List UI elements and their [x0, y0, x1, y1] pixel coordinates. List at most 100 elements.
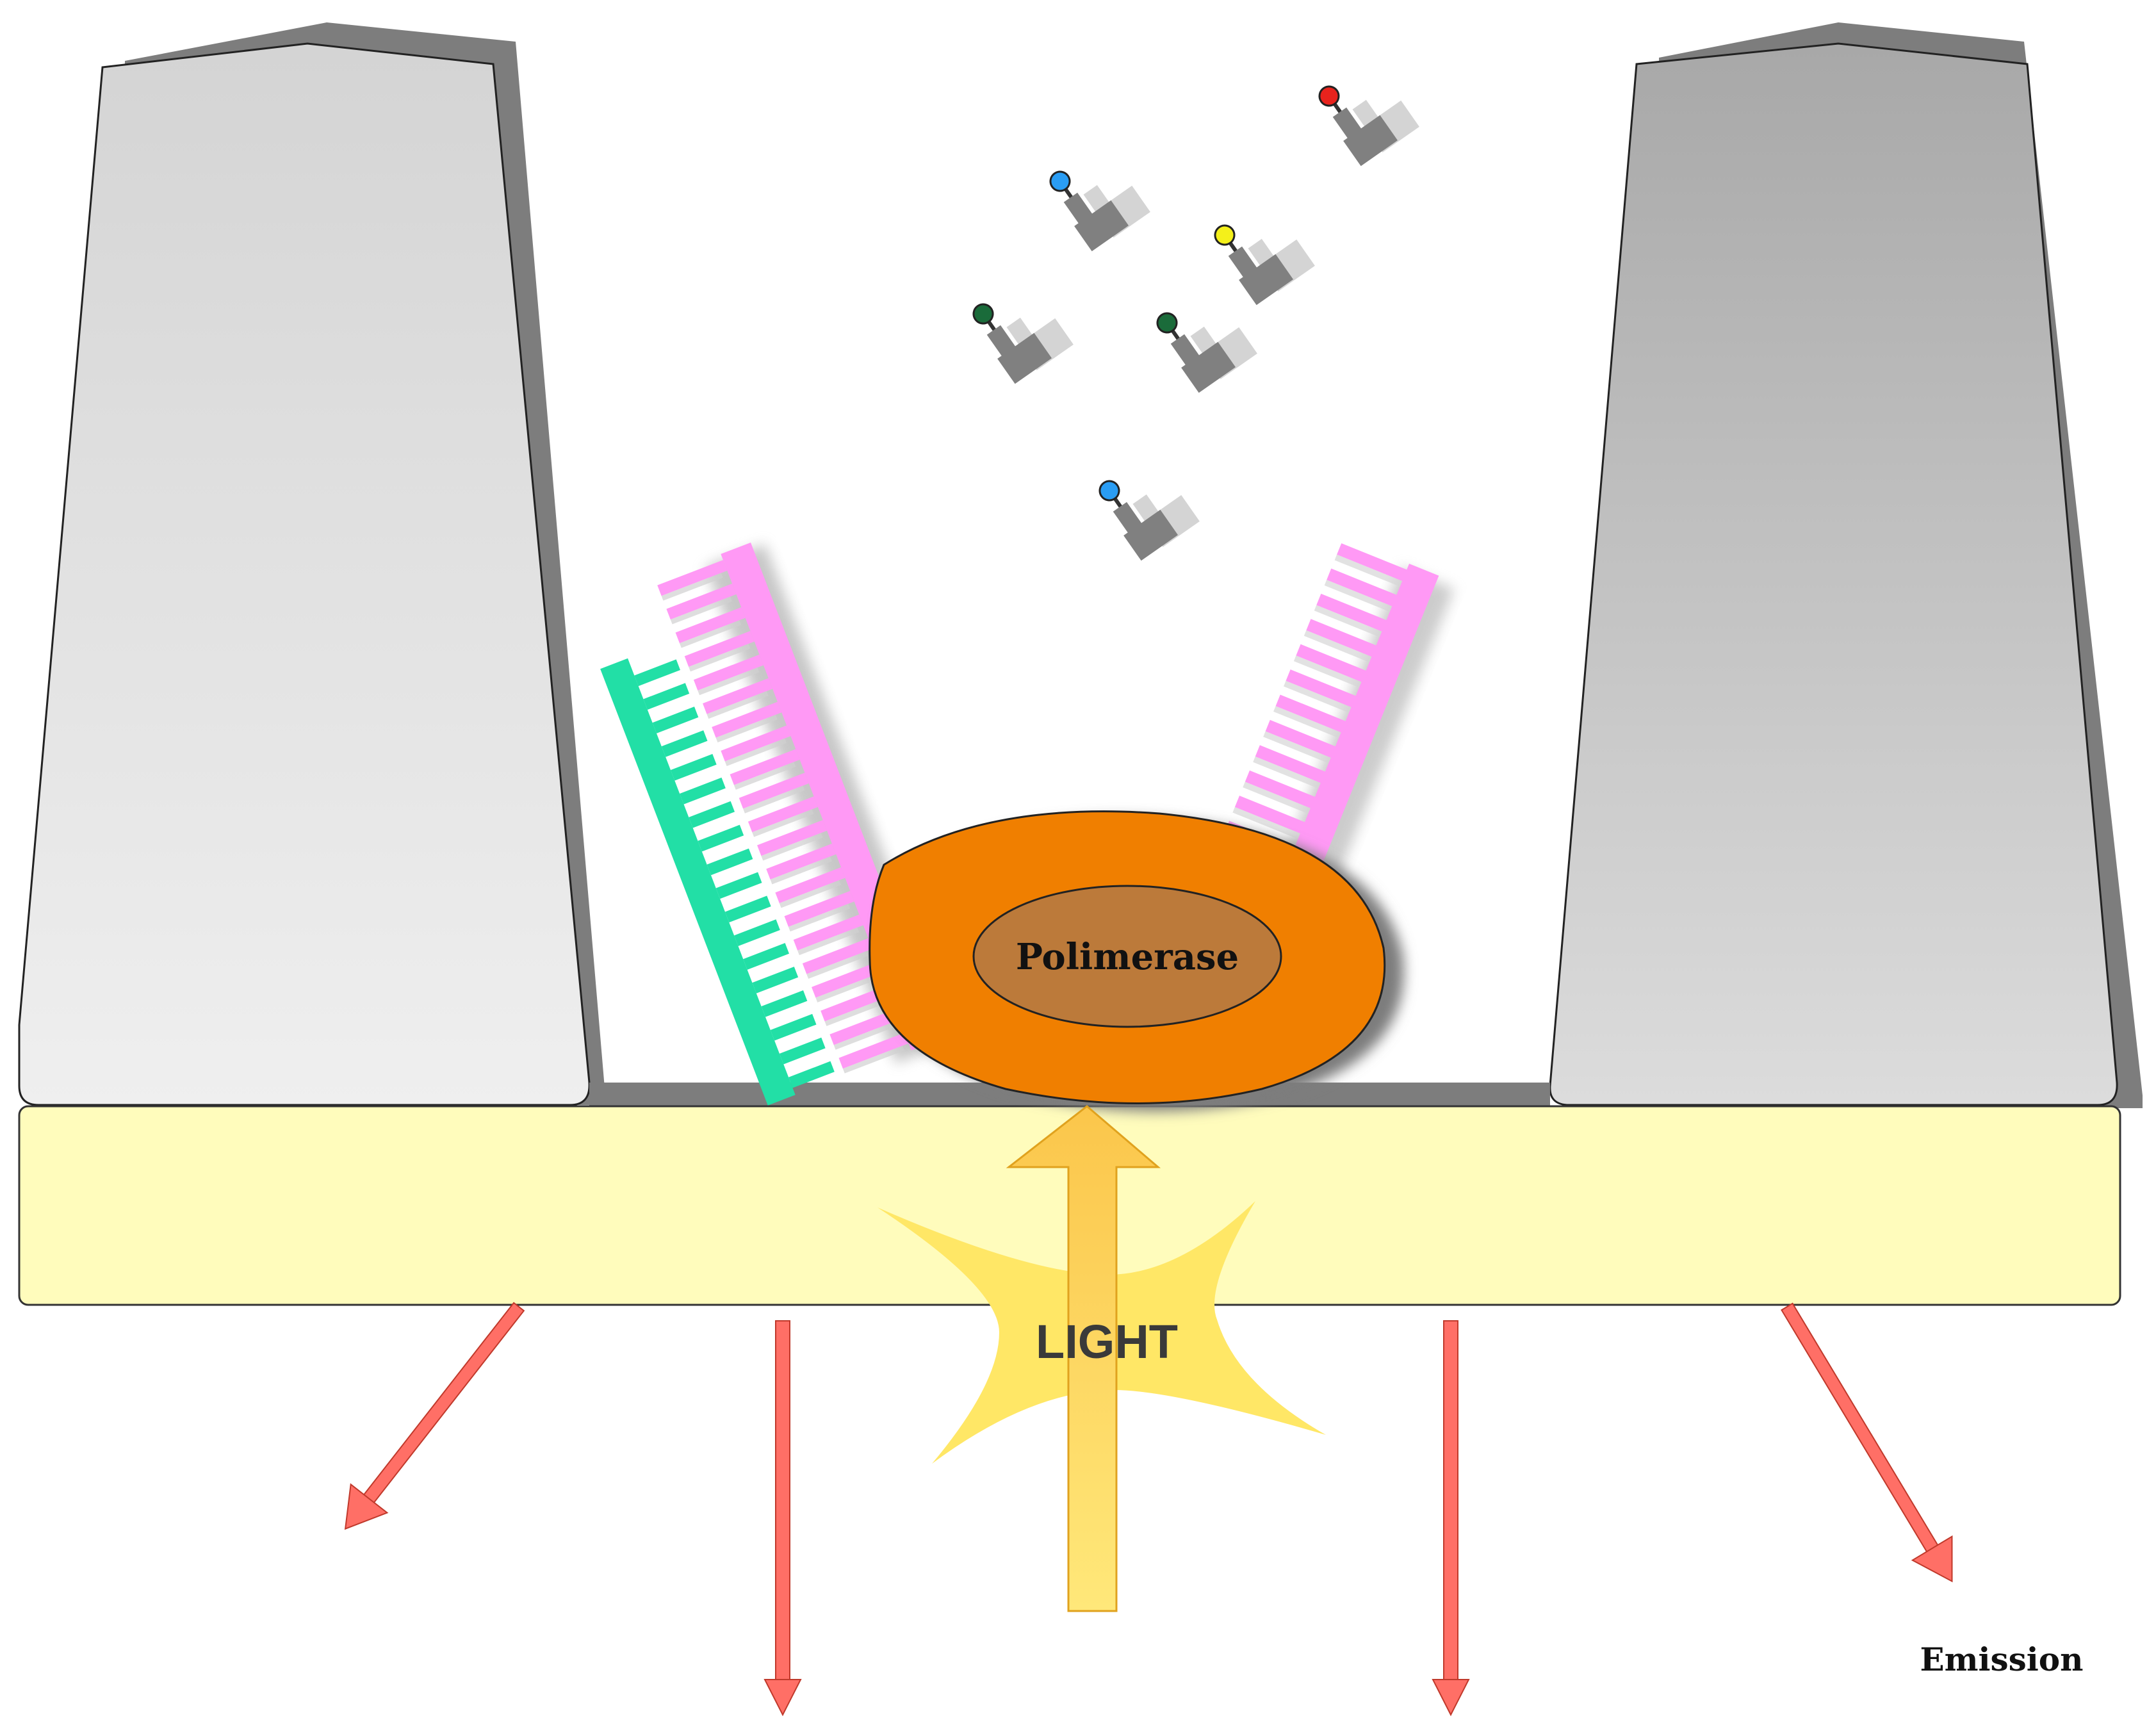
base-shadow — [733, 762, 796, 790]
base-shadow — [1314, 605, 1382, 637]
light-arrow — [1006, 1105, 1161, 1612]
synthesized-base — [779, 1037, 826, 1065]
template-base — [1275, 694, 1349, 734]
base-shadow — [1232, 806, 1300, 839]
template-base — [1265, 719, 1339, 759]
synthesized-base — [743, 943, 790, 970]
synthesized-backbone — [600, 658, 796, 1106]
base-shadow — [689, 644, 751, 672]
emission-arrow-left-vertical — [764, 1320, 802, 1717]
template-base — [757, 820, 828, 856]
template-base — [657, 560, 728, 596]
template-base — [1337, 543, 1410, 582]
dye-yellow — [1214, 224, 1236, 246]
synthesized-base — [670, 753, 717, 781]
template-base — [1245, 770, 1318, 810]
nucleotide-red — [1318, 85, 1419, 167]
base-shadow — [1253, 757, 1321, 789]
synthesized-base — [752, 967, 799, 994]
base-shadow — [679, 620, 742, 648]
base-shadow — [698, 667, 760, 696]
nucleotide-yellow — [1214, 224, 1315, 306]
synthesized-base — [661, 730, 708, 757]
left-wall — [18, 22, 605, 1106]
template-base — [730, 749, 800, 785]
synthesized-base — [770, 1013, 817, 1041]
template-base — [838, 1033, 909, 1069]
synthesized-base — [634, 659, 681, 687]
nucleotide-group — [972, 85, 1419, 561]
base-shadow — [706, 691, 769, 719]
base-shadow — [724, 738, 787, 766]
emission-arrow-right-vertical — [1432, 1320, 1470, 1717]
synthesized-base — [689, 801, 735, 828]
base-shadow — [788, 904, 851, 932]
template-base — [821, 985, 891, 1022]
base-shadow — [743, 785, 805, 814]
base-shadow — [842, 1045, 905, 1074]
nucleotide-green — [1156, 312, 1257, 393]
synthesized-base — [706, 848, 753, 876]
template-base — [1306, 619, 1380, 658]
base-shadow — [752, 809, 814, 837]
synthesized-base — [715, 872, 762, 899]
dye-green — [1156, 312, 1178, 334]
synthesized-base — [788, 1061, 835, 1088]
polymerase-label: Polimerase — [1016, 936, 1239, 978]
synthesized-base — [698, 824, 744, 852]
base-shadow — [1283, 680, 1352, 713]
template-base — [793, 914, 863, 951]
template-base — [721, 725, 791, 762]
template-base — [675, 607, 746, 644]
emission-arrows — [344, 1302, 1953, 1717]
nucleotide-green — [972, 303, 1074, 384]
light-label: LIGHT — [1036, 1315, 1178, 1368]
emission-arrow-left-diagonal — [344, 1302, 525, 1530]
template-base — [693, 654, 764, 691]
base-shadow — [1263, 731, 1331, 764]
template-base — [1316, 593, 1390, 633]
base-shadow — [661, 573, 723, 601]
base-shadow — [770, 856, 832, 885]
base-shadow — [1324, 580, 1392, 612]
synthesized-base — [761, 990, 808, 1017]
template-base — [802, 938, 872, 974]
right-wall — [1549, 22, 2143, 1108]
template-base — [1296, 644, 1369, 683]
nucleotide-blue — [1049, 170, 1150, 252]
emission-label: Emission — [1920, 1640, 2083, 1678]
base-shadow — [824, 998, 886, 1026]
base-shadow — [715, 714, 778, 743]
template-base — [666, 584, 737, 620]
template-base — [812, 961, 882, 998]
base-shadow — [1334, 554, 1403, 587]
template-base — [1255, 745, 1328, 785]
base-shadow — [1303, 630, 1372, 662]
synthesized-base — [680, 777, 726, 805]
base-shadow — [833, 1022, 895, 1050]
base-shadow — [1243, 781, 1311, 814]
dye-blue — [1049, 170, 1071, 192]
base-shadow — [806, 951, 869, 979]
base-shadow — [670, 596, 732, 625]
dye-blue — [1098, 480, 1120, 502]
template-base — [775, 867, 845, 903]
dye-red — [1318, 85, 1340, 107]
nucleotide-blue — [1098, 480, 1200, 561]
template-base — [829, 1009, 900, 1045]
base-shadow — [1293, 655, 1362, 688]
base-shadow — [779, 880, 841, 908]
polymerase: Polimerase — [869, 810, 1404, 1111]
template-base — [1327, 568, 1400, 608]
template-base — [1286, 669, 1359, 708]
template-base — [766, 844, 837, 880]
base-shadow — [761, 833, 823, 861]
synthesized-base — [734, 919, 780, 946]
template-base — [703, 678, 773, 714]
template-base — [1234, 796, 1308, 835]
template-base — [747, 796, 818, 833]
base-shadow — [815, 974, 878, 1002]
base-shadow — [1273, 706, 1341, 739]
base-shadow — [797, 927, 860, 956]
